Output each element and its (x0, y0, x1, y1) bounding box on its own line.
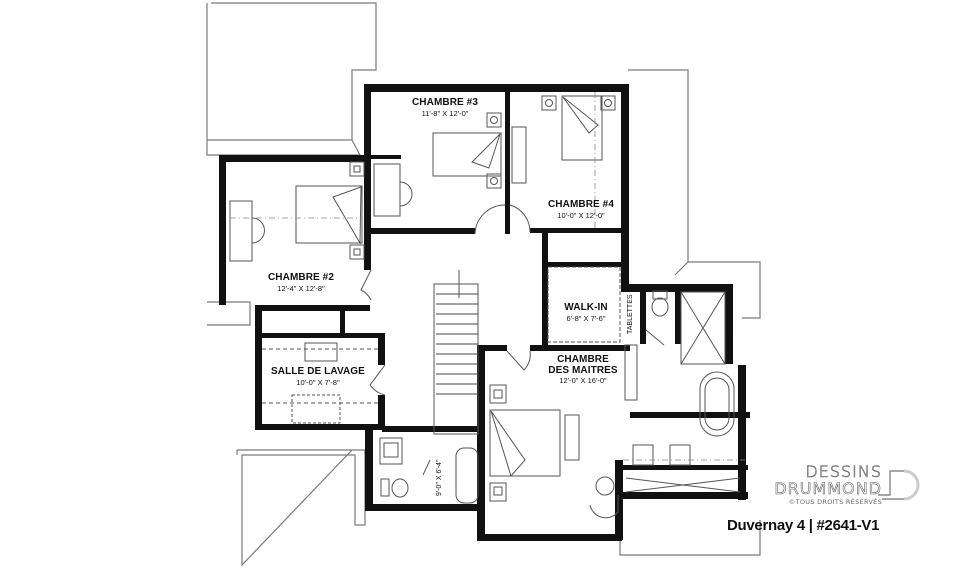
room-dimensions: 10'-0" X 12'-0" (557, 210, 605, 220)
room-label-walkin: WALK-IN 6'-8" X 7'-6" (560, 302, 612, 323)
room-dimensions: 6'-8" X 7'-6" (566, 313, 606, 323)
room-name: WALK-IN (564, 302, 608, 313)
room-dimensions: 12'-0" X 16'-0" (559, 376, 607, 385)
room-name: SALLE DE LAVAGE (271, 366, 365, 377)
room-dimensions: 10'-0" X 7'-8" (296, 377, 340, 387)
room-dimensions: 12'-4" X 12'-8" (277, 283, 325, 293)
room-label-chambre4: CHAMBRE #4 10'-0" X 12'-0" (538, 199, 624, 220)
brand-rights: ©TOUS DROITS RÉSERVÉS (788, 498, 882, 506)
room-name: CHAMBRE #4 (547, 199, 614, 210)
room-name-line2: DES MAITRES (548, 364, 618, 376)
room-label-salle-lavage: SALLE DE LAVAGE 10'-0" X 7'-8" (263, 366, 373, 387)
room-name: CHAMBRE #3 (411, 97, 478, 108)
annotation-tablettes: TABLETTES (627, 294, 634, 334)
brand-logo-text: DESSINS DRUMMOND ©TOUS DROITS RÉSERVÉS (774, 463, 882, 506)
roof-outline-top-right (628, 69, 761, 319)
brand-d-logo-icon (878, 469, 920, 501)
room-label-chambre-maitres: CHAMBRE DES MAITRES 12'-0" X 16'-0" (540, 354, 626, 385)
roof-outline-top-left (206, 2, 377, 156)
roof-outline-bottom-left (237, 449, 366, 567)
room-name-line1: CHAMBRE (557, 354, 609, 365)
room-dimensions-bathroom: 9'-0" X 6'-4" (436, 459, 443, 496)
plan-title: Duvernay 4 | #2641-V1 (727, 517, 880, 534)
brand-line1: DESSINS (805, 462, 882, 481)
room-dimensions: 11'-8" X 12'-0" (421, 108, 469, 118)
annotation-banc: BANC (728, 335, 735, 355)
room-name: CHAMBRE #2 (267, 272, 334, 283)
roof-outline-left (207, 301, 251, 326)
room-label-chambre2: CHAMBRE #2 12'-4" X 12'-8" (258, 272, 344, 293)
brand-line2: DRUMMOND (774, 479, 882, 498)
room-label-chambre3: CHAMBRE #3 11'-8" X 12'-0" (404, 97, 486, 118)
